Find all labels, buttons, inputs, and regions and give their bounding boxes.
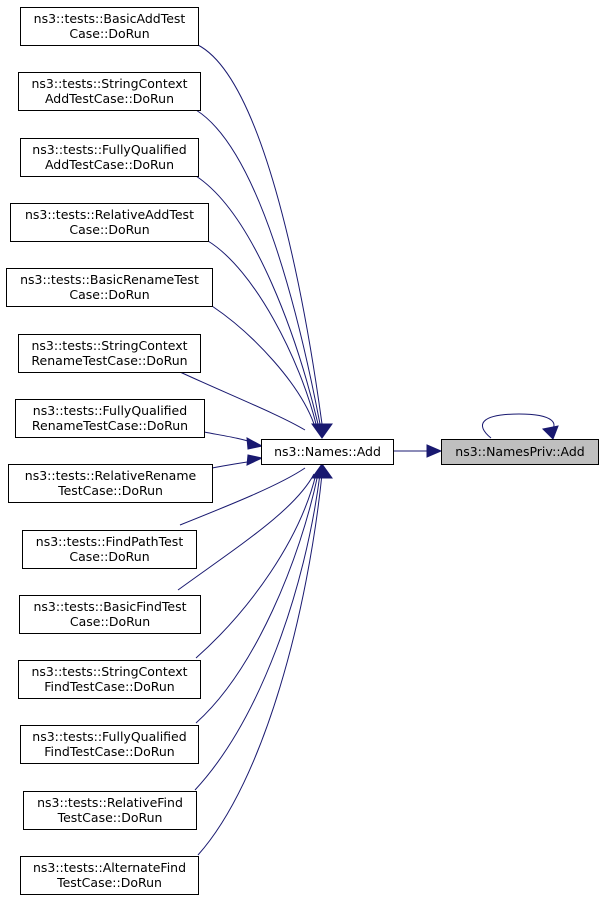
node-basic-add-box [20,7,199,46]
node-string-context-add-label-line-1: ns3::tests::StringContext [31,76,187,91]
node-names-add-box [261,439,394,465]
arrowhead-hub-left-upper [246,437,264,450]
edge-find-path [179,467,306,526]
nodes: ns3::tests::BasicAddTestCase::DoRunns3::… [6,7,599,895]
node-fully-qualified-add-box [20,138,199,177]
edge-self-loop [481,413,555,439]
node-names-add[interactable]: ns3::Names::Add [261,439,394,465]
node-string-context-find-label-line-2: FindTestCase::DoRun [44,679,174,694]
node-fully-qualified-find-box [20,725,199,764]
arrowhead-target [426,444,443,458]
arrowheads [246,423,559,479]
arrowhead-self-loop [541,425,559,440]
node-basic-rename-label-line-2: Case::DoRun [69,287,149,302]
edge-basic-find [177,473,315,591]
node-basic-add-label-line-2: Case::DoRun [69,26,149,41]
node-alternate-find-box [20,856,199,895]
node-relative-find-label-line-2: TestCase::DoRun [57,810,163,825]
node-string-context-rename-label-line-1: ns3::tests::StringContext [31,338,187,353]
node-relative-add-box [10,203,209,242]
node-relative-add-label-line-1: ns3::tests::RelativeAddTest [25,207,194,222]
node-fully-qualified-find[interactable]: ns3::tests::FullyQualifiedFindTestCase::… [20,725,199,764]
node-namespriv-add-label-line-1: ns3::NamesPriv::Add [455,444,584,459]
node-relative-rename[interactable]: ns3::tests::RelativeRenameTestCase::DoRu… [8,464,213,503]
node-fully-qualified-add-label-line-1: ns3::tests::FullyQualified [32,142,186,157]
edge-basic-rename [211,305,315,425]
node-fully-qualified-rename[interactable]: ns3::tests::FullyQualifiedRenameTestCase… [15,399,205,438]
edge-fully-qualified-add [195,175,319,425]
node-string-context-add-label-line-2: AddTestCase::DoRun [45,91,174,106]
node-relative-rename-label-line-2: TestCase::DoRun [57,483,163,498]
node-basic-find-label-line-1: ns3::tests::BasicFindTest [33,599,186,614]
node-relative-rename-box [8,464,213,503]
node-find-path-box [22,530,197,569]
edge-relative-add [207,240,317,425]
edge-string-context-rename [179,371,306,431]
node-relative-rename-label-line-1: ns3::tests::RelativeRename [25,468,197,483]
node-string-context-find-label-line-1: ns3::tests::StringContext [31,664,187,679]
node-namespriv-add-box [441,439,599,465]
node-fully-qualified-rename-box [15,399,205,438]
node-fully-qualified-add-label-line-2: AddTestCase::DoRun [45,157,174,172]
edge-string-context-add [195,109,321,425]
node-basic-rename-label-line-1: ns3::tests::BasicRenameTest [20,272,199,287]
node-find-path-label-line-1: ns3::tests::FindPathTest [36,534,184,549]
edge-relative-find [194,473,321,791]
node-fully-qualified-add[interactable]: ns3::tests::FullyQualifiedAddTestCase::D… [20,138,199,177]
edges [177,44,555,856]
node-find-path-label-line-2: Case::DoRun [69,549,149,564]
arrowhead-hub-top [311,423,333,439]
node-basic-add-label-line-1: ns3::tests::BasicAddTest [34,11,186,26]
node-namespriv-add[interactable]: ns3::NamesPriv::Add [441,439,599,465]
node-alternate-find-label-line-2: TestCase::DoRun [56,875,162,890]
arrowhead-hub-bottom [311,463,333,479]
node-relative-find-label-line-1: ns3::tests::RelativeFind [37,795,183,810]
node-string-context-find[interactable]: ns3::tests::StringContextFindTestCase::D… [18,660,201,699]
edge-string-context-find [195,473,317,659]
node-relative-find-box [23,791,197,830]
edge-alternate-find [197,473,323,856]
node-fully-qualified-find-label-line-2: FindTestCase::DoRun [44,744,174,759]
edge-fully-qualified-find [195,473,319,724]
node-fully-qualified-rename-label-line-2: RenameTestCase::DoRun [32,418,188,433]
node-relative-add-label-line-2: Case::DoRun [69,222,149,237]
node-string-context-add[interactable]: ns3::tests::StringContextAddTestCase::Do… [18,72,201,111]
node-string-context-rename[interactable]: ns3::tests::StringContextRenameTestCase:… [18,334,201,373]
node-fully-qualified-rename-label-line-1: ns3::tests::FullyQualified [33,403,187,418]
node-names-add-label-line-1: ns3::Names::Add [274,444,381,459]
node-basic-find-label-line-2: Case::DoRun [70,614,150,629]
node-alternate-find-label-line-1: ns3::tests::AlternateFind [33,860,186,875]
edge-basic-add [197,44,323,425]
node-basic-rename-box [6,268,213,307]
node-string-context-add-box [18,72,201,111]
node-string-context-rename-box [18,334,201,373]
node-fully-qualified-find-label-line-1: ns3::tests::FullyQualified [32,729,186,744]
node-string-context-rename-label-line-2: RenameTestCase::DoRun [31,353,187,368]
node-string-context-find-box [18,660,201,699]
arrowhead-hub-left-lower [246,454,264,466]
node-basic-find-box [19,595,201,634]
